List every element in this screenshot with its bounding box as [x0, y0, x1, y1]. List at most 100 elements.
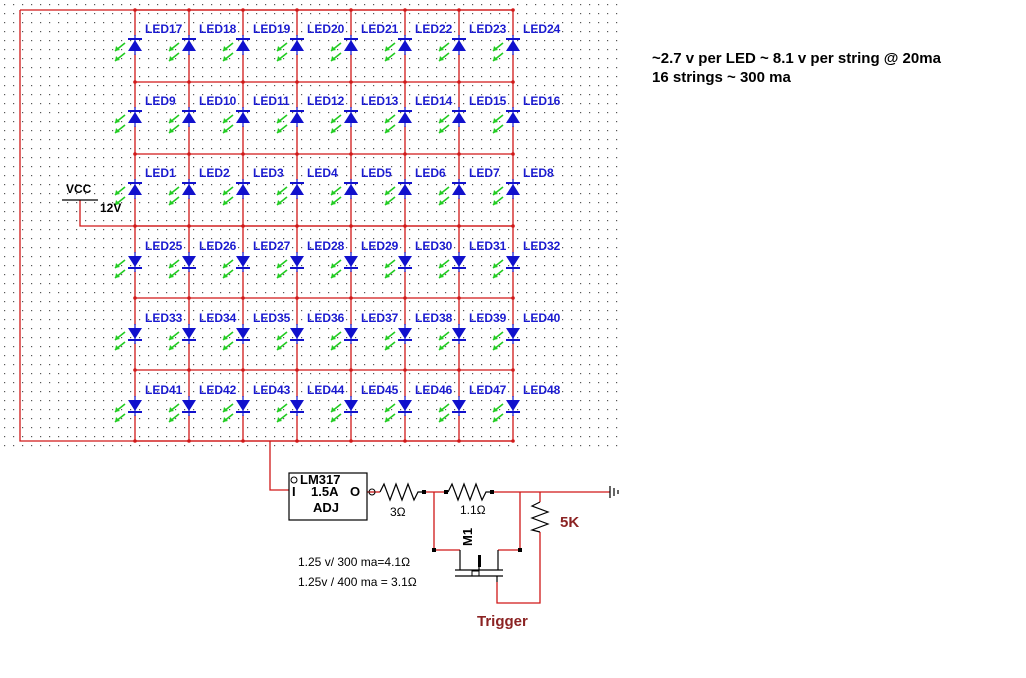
junction-dot	[295, 80, 299, 84]
led-led24: LED24	[492, 22, 561, 62]
junction-dot	[457, 80, 461, 84]
led-label: LED40	[523, 311, 561, 325]
emission-arrows-icon	[438, 259, 450, 279]
led-led42: LED42	[168, 383, 237, 423]
led-led15: LED15	[438, 94, 507, 134]
junction-dot	[133, 368, 137, 372]
ground-symbol	[609, 486, 619, 498]
emission-arrows-icon	[222, 114, 234, 134]
emission-arrows-icon	[438, 331, 450, 351]
mosfet-label: M1	[460, 528, 475, 546]
led-led16: LED16	[492, 94, 561, 134]
emission-arrows-icon	[222, 259, 234, 279]
led-led1: LED1	[114, 166, 176, 206]
junction-dot	[403, 368, 407, 372]
regulator-pin-adj: ADJ	[313, 500, 339, 515]
junction-dot	[241, 152, 245, 156]
emission-arrows-icon	[384, 331, 396, 351]
led-label: LED21	[361, 22, 399, 36]
emission-arrows-icon	[276, 259, 288, 279]
led-label: LED47	[469, 383, 507, 397]
led-led46: LED46	[384, 383, 453, 423]
emission-arrows-icon	[114, 186, 126, 206]
led-label: LED43	[253, 383, 291, 397]
led-label: LED44	[307, 383, 345, 397]
led-led43: LED43	[222, 383, 291, 423]
led-led39: LED39	[438, 311, 507, 351]
emission-arrows-icon	[330, 403, 342, 423]
led-led23: LED23	[438, 22, 507, 62]
led-led22: LED22	[384, 22, 453, 62]
emission-arrows-icon	[276, 186, 288, 206]
vcc-source: VCC 12V	[62, 182, 121, 215]
regulator-pin-in: I	[292, 484, 296, 499]
led-label: LED15	[469, 94, 507, 108]
emission-arrows-icon	[330, 259, 342, 279]
led-label: LED11	[253, 94, 290, 108]
emission-arrows-icon	[222, 331, 234, 351]
junction-dot	[295, 152, 299, 156]
led-led17: LED17	[114, 22, 183, 62]
led-led34: LED34	[168, 311, 237, 351]
emission-arrows-icon	[330, 42, 342, 62]
led-label: LED17	[145, 22, 183, 36]
emission-arrows-icon	[384, 42, 396, 62]
junction-dot	[403, 152, 407, 156]
emission-arrows-icon	[438, 186, 450, 206]
led-label: LED41	[145, 383, 183, 397]
led-label: LED19	[253, 22, 291, 36]
emission-arrows-icon	[492, 331, 504, 351]
led-label: LED38	[415, 311, 453, 325]
emission-arrows-icon	[168, 331, 180, 351]
junction-dot	[403, 80, 407, 84]
junction-dot	[295, 296, 299, 300]
emission-arrows-icon	[114, 259, 126, 279]
led-label: LED24	[523, 22, 561, 36]
junction-dot	[511, 152, 515, 156]
emission-arrows-icon	[438, 114, 450, 134]
led-label: LED9	[145, 94, 176, 108]
led-label: LED35	[253, 311, 291, 325]
led-led48: LED48	[492, 383, 561, 423]
led-led41: LED41	[114, 383, 183, 423]
led-label: LED31	[469, 239, 507, 253]
led-label: LED20	[307, 22, 345, 36]
emission-arrows-icon	[168, 403, 180, 423]
emission-arrows-icon	[330, 186, 342, 206]
led-label: LED13	[361, 94, 399, 108]
junction-dot	[403, 296, 407, 300]
led-label: LED46	[415, 383, 453, 397]
led-led45: LED45	[330, 383, 399, 423]
junction-dot	[349, 296, 353, 300]
led-label: LED32	[523, 239, 561, 253]
regulator-rating: 1.5A	[311, 484, 339, 499]
emission-arrows-icon	[384, 186, 396, 206]
emission-arrows-icon	[276, 114, 288, 134]
emission-arrows-icon	[114, 403, 126, 423]
emission-arrows-icon	[222, 403, 234, 423]
emission-arrows-icon	[168, 259, 180, 279]
led-led19: LED19	[222, 22, 291, 62]
led-label: LED30	[415, 239, 453, 253]
led-label: LED8	[523, 166, 554, 180]
led-led33: LED33	[114, 311, 183, 351]
led-led36: LED36	[276, 311, 345, 351]
led-label: LED29	[361, 239, 399, 253]
emission-arrows-icon	[492, 259, 504, 279]
led-label: LED12	[307, 94, 345, 108]
led-led6: LED6	[384, 166, 446, 206]
emission-arrows-icon	[492, 186, 504, 206]
led-led13: LED13	[330, 94, 399, 134]
led-led7: LED7	[438, 166, 500, 206]
emission-arrows-icon	[114, 114, 126, 134]
emission-arrows-icon	[168, 186, 180, 206]
led-label: LED33	[145, 311, 183, 325]
junction-dot	[187, 152, 191, 156]
junction-dot	[133, 296, 137, 300]
led-led37: LED37	[330, 311, 399, 351]
led-label: LED1	[145, 166, 176, 180]
junction-dot	[187, 368, 191, 372]
led-led12: LED12	[276, 94, 345, 134]
led-label: LED7	[469, 166, 500, 180]
resistor-3ohm-label: 3Ω	[390, 505, 406, 519]
